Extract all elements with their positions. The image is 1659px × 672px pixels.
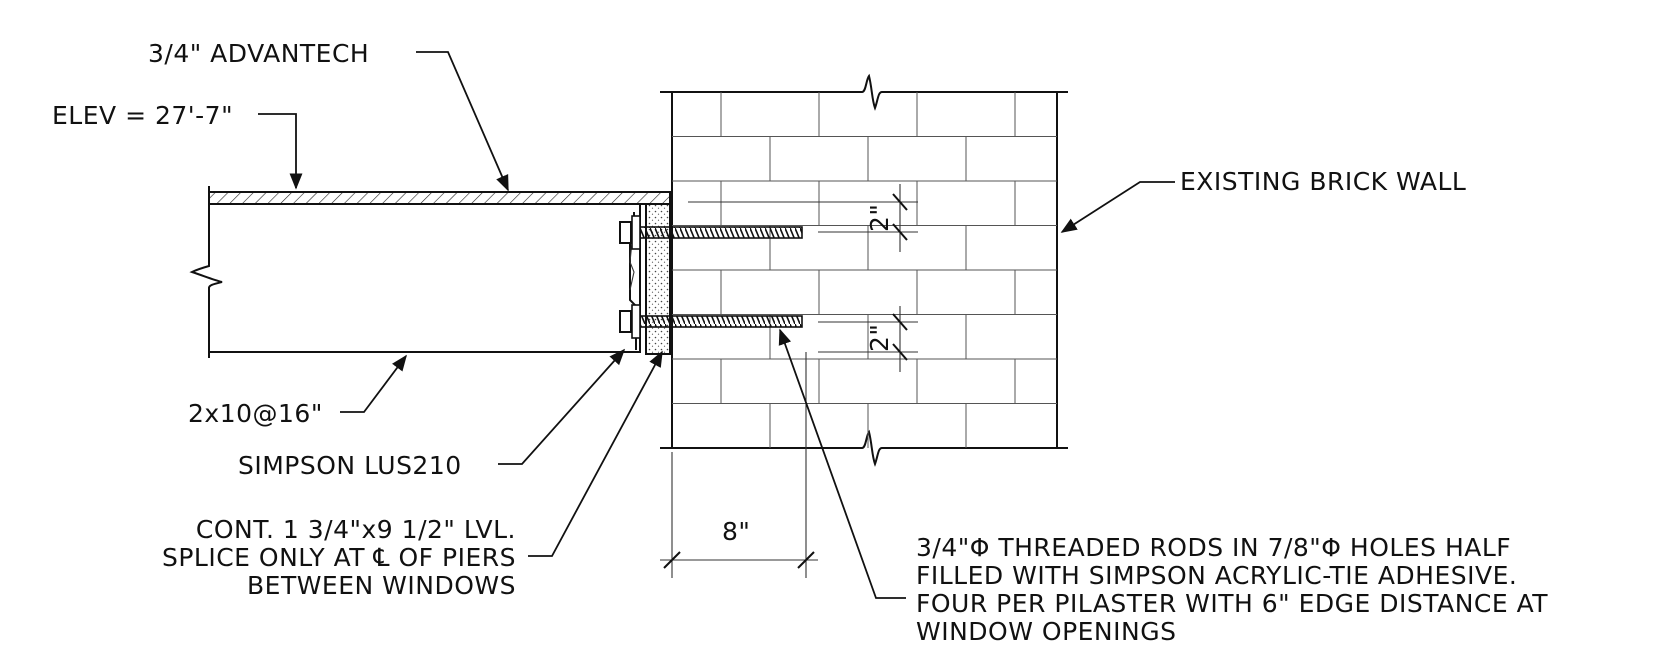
- brick-courses: [672, 92, 1057, 448]
- note-elevation: ELEV = 27'-7": [52, 101, 233, 130]
- note-rods-line3: FOUR PER PILASTER WITH 6" EDGE DISTANCE …: [916, 589, 1548, 618]
- note-rods-line4: WINDOW OPENINGS: [916, 617, 1176, 646]
- note-lvl-line3: BETWEEN WINDOWS: [247, 571, 516, 600]
- bottom-break-line: [660, 429, 1068, 467]
- rod-washer-bottom: [631, 304, 641, 339]
- note-existing-brick-wall: EXISTING BRICK WALL: [1180, 167, 1466, 196]
- leader-joist: [340, 354, 407, 413]
- floor-framing: [189, 186, 671, 358]
- advantech-sheathing: [208, 191, 671, 205]
- threaded-rod-top: [619, 215, 803, 250]
- rod-nut-bottom: [619, 310, 632, 333]
- joist-break-line: [189, 186, 223, 358]
- note-lvl-line1: CONT. 1 3/4"x9 1/2" LVL.: [196, 515, 516, 544]
- leader-rods: [778, 328, 906, 599]
- top-break-line: [660, 73, 1068, 111]
- leader-elev: [258, 113, 303, 190]
- threaded-rod-bottom: [619, 304, 803, 339]
- dimension-embedment: 8": [660, 352, 818, 578]
- dim-label-bottom-rod: 2": [865, 324, 894, 352]
- leader-advantech: [416, 51, 509, 192]
- rod-washer-top: [631, 215, 641, 250]
- dimension-bottom-rod-edge: 2": [818, 306, 918, 372]
- note-hanger: SIMPSON LUS210: [238, 451, 462, 480]
- dim-label-top-rod: 2": [865, 204, 894, 232]
- leader-lvl: [528, 350, 663, 557]
- rod-nut-top: [619, 221, 632, 244]
- leader-wall: [1060, 181, 1175, 233]
- dimension-top-rod-edge: 2": [688, 184, 918, 252]
- existing-brick-wall: [660, 73, 1068, 467]
- note-rods-line2: FILLED WITH SIMPSON ACRYLIC-TIE ADHESIVE…: [916, 561, 1517, 590]
- note-lvl-line2: SPLICE ONLY AT ℄ OF PIERS: [162, 543, 516, 572]
- dim-label-embedment: 8": [722, 517, 750, 546]
- note-advantech: 3/4" ADVANTECH: [148, 39, 369, 68]
- note-rods-line1: 3/4"Φ THREADED RODS IN 7/8"Φ HOLES HALF: [916, 533, 1511, 562]
- leader-hanger: [498, 348, 626, 465]
- note-joist: 2x10@16": [188, 399, 323, 428]
